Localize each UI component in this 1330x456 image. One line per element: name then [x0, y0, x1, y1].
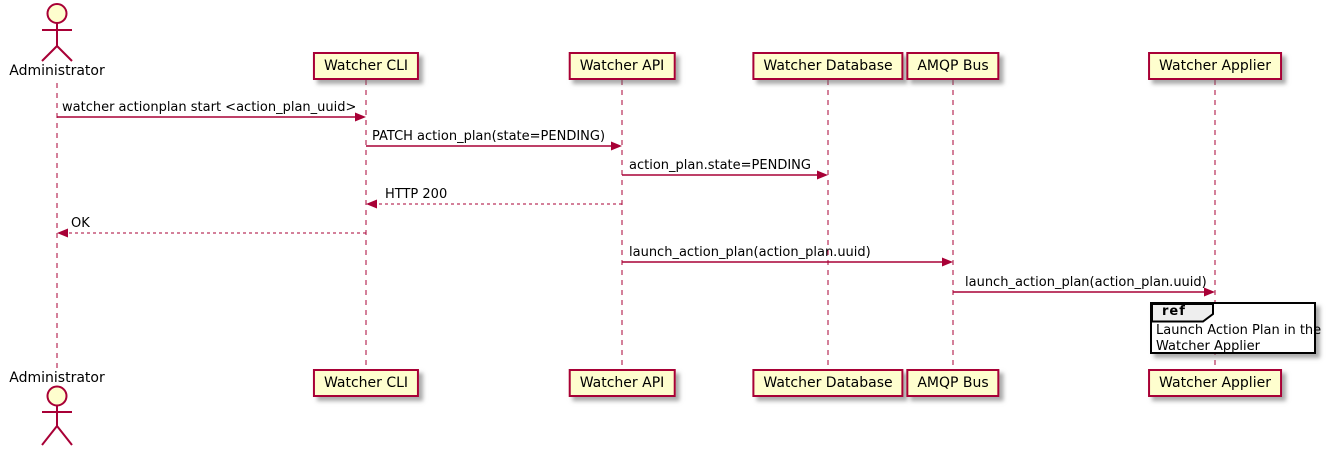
ref-tab-shape: [1151, 303, 1214, 323]
participant-watcher-api-bottom: Watcher API: [568, 369, 676, 397]
message-label-5: OK: [71, 216, 90, 231]
message-label-7: launch_action_plan(action_plan.uuid): [965, 275, 1207, 290]
ref-text: Launch Action Plan in the Watcher Applie…: [1156, 323, 1321, 354]
participant-watcher-api-top: Watcher API: [568, 52, 676, 80]
participant-watcher-cli-bottom: Watcher CLI: [312, 369, 420, 397]
ref-keyword: ref: [1162, 304, 1186, 319]
participant-watcher-cli-top: Watcher CLI: [312, 52, 420, 80]
actor-figure-bottom: [41, 385, 73, 446]
arrow-msg-7: [953, 287, 1215, 297]
arrow-msg-1: [57, 112, 366, 122]
ref-text-line-2: Watcher Applier: [1156, 338, 1260, 354]
participant-amqp-bus-top: AMQP Bus: [906, 52, 1000, 80]
arrow-msg-3: [622, 170, 828, 180]
actor-label-administrator-top: Administrator: [9, 63, 105, 79]
actor-head: [46, 3, 68, 24]
message-label-3: action_plan.state=PENDING: [629, 158, 811, 173]
ref-fragment: ref Launch Action Plan in the Watcher Ap…: [1150, 302, 1321, 354]
message-label-1: watcher actionplan start <action_plan_uu…: [62, 100, 357, 115]
participant-watcher-database-top: Watcher Database: [752, 52, 904, 80]
ref-text-line-1: Launch Action Plan in the: [1156, 323, 1322, 338]
message-label-6: launch_action_plan(action_plan.uuid): [629, 245, 871, 260]
participant-amqp-bus-bottom: AMQP Bus: [906, 369, 1000, 397]
message-label-2: PATCH action_plan(state=PENDING): [372, 129, 606, 144]
participant-watcher-applier-top: Watcher Applier: [1148, 52, 1282, 80]
arrow-msg-6: [622, 257, 953, 267]
actor-figure-top: [41, 3, 73, 62]
actor-label-administrator-bottom: Administrator: [9, 370, 105, 386]
lifelines: [56, 80, 1216, 369]
participant-watcher-applier-bottom: Watcher Applier: [1148, 369, 1282, 397]
participant-watcher-database-bottom: Watcher Database: [752, 369, 904, 397]
arrow-msg-4-return: [366, 199, 622, 209]
ref-fragment-tab: ref: [1151, 303, 1215, 323]
arrow-msg-5-return: [57, 228, 366, 238]
actor-head: [46, 385, 68, 407]
arrow-msg-2: [366, 141, 622, 151]
message-label-4: HTTP 200: [385, 187, 448, 202]
message-arrows: [57, 112, 1215, 297]
